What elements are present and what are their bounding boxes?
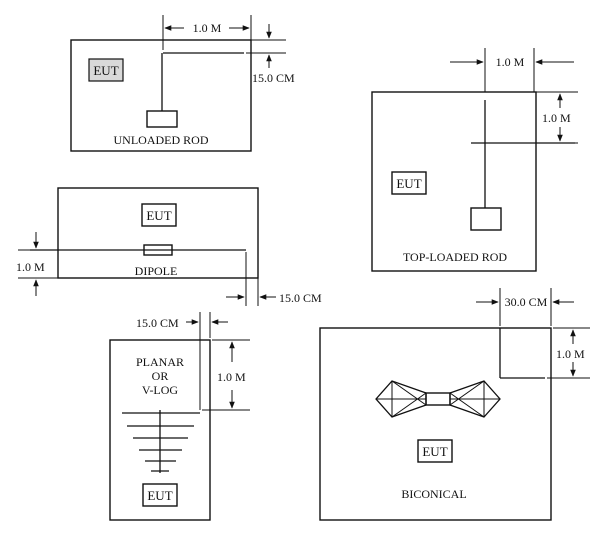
dipole-eut-label: EUT (146, 208, 171, 223)
planar-eut-box (142, 483, 178, 507)
unloaded-rod-caption: UNLOADED ROD (114, 133, 209, 147)
biconical-dim-top: 30.0 CM (505, 295, 548, 309)
biconical-antenna (375, 380, 501, 418)
top-loaded-rod-base (470, 207, 502, 231)
unloaded-rod-eut-box (88, 58, 124, 82)
dipole-dim-bottom: 15.0 CM (279, 291, 322, 305)
planar-caption-line3: V-LOG (142, 383, 179, 397)
top-loaded-rod-frame (371, 91, 537, 272)
biconical-eut-label: EUT (422, 444, 447, 459)
unloaded-rod-frame (70, 39, 252, 152)
biconical-frame (319, 327, 552, 521)
top-loaded-rod-eut-label: EUT (396, 176, 421, 191)
dipole-frame (57, 187, 259, 279)
unloaded-rod-dim-side: 15.0 CM (252, 71, 295, 85)
unloaded-rod-base (146, 110, 178, 128)
planar-eut-label: EUT (147, 488, 172, 503)
top-loaded-rod-dim-side: 1.0 M (542, 111, 571, 125)
dipole-dim-side: 1.0 M (16, 260, 45, 274)
top-loaded-rod-eut-box (391, 171, 427, 195)
biconical-panel: EUT BICONICAL 30.0 CM 1.0 M (319, 288, 590, 521)
planar-dim-side: 1.0 M (217, 370, 246, 384)
planar-frame (109, 339, 211, 521)
dipole-caption: DIPOLE (135, 264, 178, 278)
top-loaded-rod-panel: EUT TOP-LOADED ROD 1.0 M 1.0 M (371, 48, 578, 272)
dipole-panel: EUT DIPOLE 1.0 M 15.0 CM (16, 187, 322, 306)
biconical-eut-box (417, 439, 453, 463)
planar-antenna (122, 410, 200, 473)
planar-dim-top: 15.0 CM (136, 316, 179, 330)
unloaded-rod-eut-label: EUT (93, 63, 118, 78)
biconical-caption: BICONICAL (401, 487, 466, 501)
unloaded-rod-dim-top: 1.0 M (193, 21, 222, 35)
top-loaded-rod-dim-top: 1.0 M (496, 55, 525, 69)
planar-caption-line2: OR (152, 369, 169, 383)
top-loaded-rod-caption: TOP-LOADED ROD (403, 250, 507, 264)
dipole-eut-box (141, 203, 177, 227)
dipole-feed (143, 244, 173, 256)
planar-panel: PLANAR OR V-LOG EUT 15.0 CM 1.0 M (109, 312, 250, 521)
biconical-dim-side: 1.0 M (556, 347, 585, 361)
planar-caption-line1: PLANAR (136, 355, 184, 369)
unloaded-rod-panel: EUT UNLOADED ROD 1.0 M 15.0 CM (70, 15, 295, 152)
